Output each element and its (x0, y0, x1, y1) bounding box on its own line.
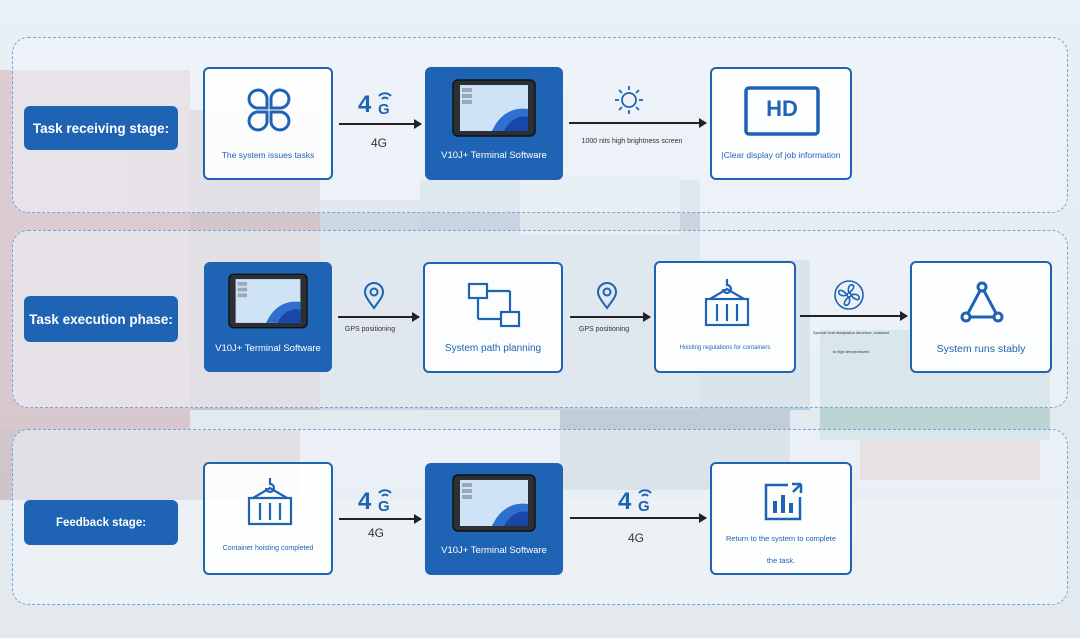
tablet-icon (452, 79, 536, 137)
svg-text:G: G (378, 498, 390, 514)
system-path-planning-caption: System path planning (444, 343, 542, 354)
system-path-planning-card: System path planning (423, 262, 563, 373)
fan-icon (834, 280, 864, 310)
container-hook-icon (247, 478, 293, 526)
tablet-icon (228, 273, 308, 329)
system-runs-stably-card: System runs stably (910, 261, 1052, 373)
4g-signal-icon: 4 G (358, 91, 392, 117)
svg-text:4: 4 (358, 91, 372, 117)
sun-icon (615, 86, 643, 114)
4g-signal-icon: 4 G (618, 488, 652, 514)
execution-link-gps-2: GPS positioning (578, 326, 630, 333)
receiving-arrow-2 (569, 118, 707, 128)
svg-text:G: G (638, 498, 650, 514)
tablet-icon (452, 474, 536, 532)
v10j-terminal-caption-1: V10J+ Terminal Software (441, 150, 547, 161)
execution-arrow-3 (800, 311, 908, 321)
svg-text:4: 4 (358, 488, 372, 514)
clear-display-caption: |Clear display of job information (721, 150, 841, 160)
return-to-system-caption-1: Return to the system to complete (725, 534, 837, 543)
receiving-link-4g: 4G (370, 136, 387, 150)
execution-link-gps-1: GPS positioning (344, 326, 396, 333)
clover-icon (247, 88, 291, 132)
feedback-link-4g-1: 4G (367, 526, 384, 540)
v10j-terminal-card-1: V10J+ Terminal Software (425, 67, 563, 180)
task-receiving-stage-label: Task receiving stage: (24, 106, 178, 150)
v10j-terminal-caption-2: V10J+ Terminal Software (215, 343, 321, 354)
triangle-network-icon (960, 281, 1004, 323)
v10j-terminal-card-3: V10J+ Terminal Software (425, 463, 563, 575)
container-hoisting-completed-card: Container hoisting completed (203, 462, 333, 575)
receiving-arrow-1 (339, 119, 422, 129)
return-to-system-card: Return to the system to complete the tas… (710, 462, 852, 575)
feedback-arrow-1 (339, 514, 422, 524)
location-pin-icon (363, 282, 385, 310)
receiving-link-brightness: 1000 nits high brightness screen (581, 138, 683, 145)
execution-arrow-1 (338, 312, 420, 322)
task-execution-phase-label: Task execution phase: (24, 296, 178, 342)
bar-chart-icon (764, 482, 803, 521)
svg-text:G: G (378, 101, 390, 117)
hd-icon (744, 86, 820, 136)
feedback-stage-label: Feedback stage: (24, 500, 178, 545)
feedback-arrow-2 (570, 513, 707, 523)
v10j-terminal-caption-3: V10J+ Terminal Software (441, 545, 547, 556)
hd-icon-text: HD (766, 96, 798, 121)
hoisting-regulations-card: Hoisting regulations for containers (654, 261, 796, 373)
location-pin-icon (596, 282, 618, 310)
v10j-terminal-card-2: V10J+ Terminal Software (204, 262, 332, 372)
execution-arrow-2 (570, 312, 651, 322)
container-hook-icon (704, 279, 750, 327)
svg-text:4: 4 (618, 488, 632, 514)
system-issues-tasks-caption: The system issues tasks (221, 150, 315, 160)
execution-link-heat-1: Special heat dissipation structure, resi… (812, 330, 890, 335)
hoisting-regulations-caption: Hoisting regulations for containers (679, 345, 771, 351)
system-issues-tasks-card: The system issues tasks (203, 67, 333, 180)
feedback-link-4g-2: 4G (627, 531, 644, 545)
system-runs-stably-caption: System runs stably (936, 343, 1026, 355)
4g-signal-icon: 4 G (358, 488, 392, 514)
return-to-system-caption-2: the task. (766, 556, 796, 565)
container-hoisting-completed-caption: Container hoisting completed (222, 545, 314, 552)
clear-display-card: HD |Clear display of job information (710, 67, 852, 180)
flowchart-icon (467, 282, 521, 328)
execution-link-heat-2: to high temperatures (832, 349, 870, 354)
